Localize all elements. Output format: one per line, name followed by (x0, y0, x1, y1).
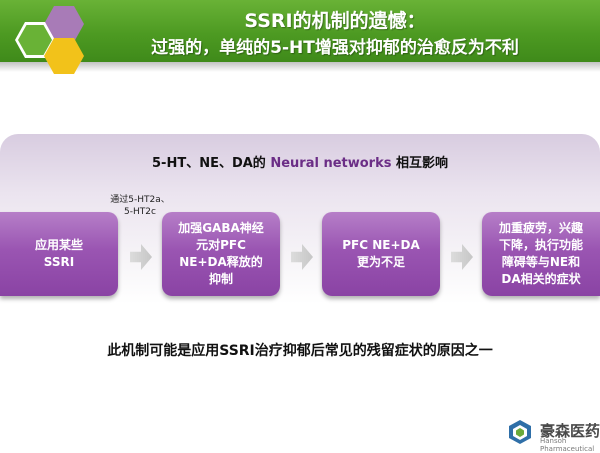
step-box-gaba: 加强GABA神经 元对PFC NE+DA释放的 抑制 (162, 212, 280, 296)
step-box-symptoms: 加重疲劳，兴趣 下降，执行功能 障碍等与NE和 DA相关的症状 (482, 212, 600, 296)
box4-line4: DA相关的症状 (501, 272, 581, 286)
box2-line4: 抑制 (208, 272, 233, 286)
slide-header-bar (0, 0, 600, 62)
box3-line1: PFC NE+DA (342, 238, 420, 252)
panel-title-suffix: 相互影响 (391, 156, 448, 171)
conclusion-text: 此机制可能是应用SSRI治疗抑郁后常见的残留症状的原因之一 (107, 343, 493, 359)
hansoh-logo-icon (509, 420, 531, 444)
logo-english-name: Hansoh Pharmaceutical (540, 437, 595, 453)
panel-title: 5-HT、NE、DA的 Neural networks 相互影响 (0, 152, 600, 171)
header-shadow (0, 62, 600, 72)
box2-line1: 加强GABA神经 (178, 221, 264, 235)
box4-line2: 下降，执行功能 (498, 238, 583, 252)
box4-line3: 障碍等与NE和 (501, 255, 581, 269)
via-receptor-note: 通过5-HT2a、 5-HT2c (104, 194, 176, 218)
logo-chinese-name: 豪森医药 (540, 422, 600, 440)
box3-line2: 更为不足 (356, 255, 405, 269)
step-box-pfc: PFC NE+DA 更为不足 (322, 212, 440, 296)
box2-line3: NE+DA释放的 (179, 255, 263, 269)
box2-line2: 元对PFC (196, 238, 246, 252)
slide-title-line1: SSRI的机制的遗憾： (244, 10, 426, 32)
slide-title-line2: 过强的，单纯的5-HT增强对抑郁的治愈反为不利 (151, 38, 519, 58)
panel-title-highlight: Neural networks (270, 156, 392, 171)
step-box-ssri: 应用某些 SSRI (0, 212, 118, 296)
box1-line2: SSRI (43, 255, 75, 269)
box1-line1: 应用某些 (34, 238, 83, 252)
via-note-line1: 通过5-HT2a、 (110, 195, 170, 205)
via-note-line2: 5-HT2c (124, 207, 156, 217)
box4-line1: 加重疲劳，兴趣 (498, 221, 583, 235)
panel-title-prefix: 5-HT、NE、DA的 (152, 156, 271, 171)
